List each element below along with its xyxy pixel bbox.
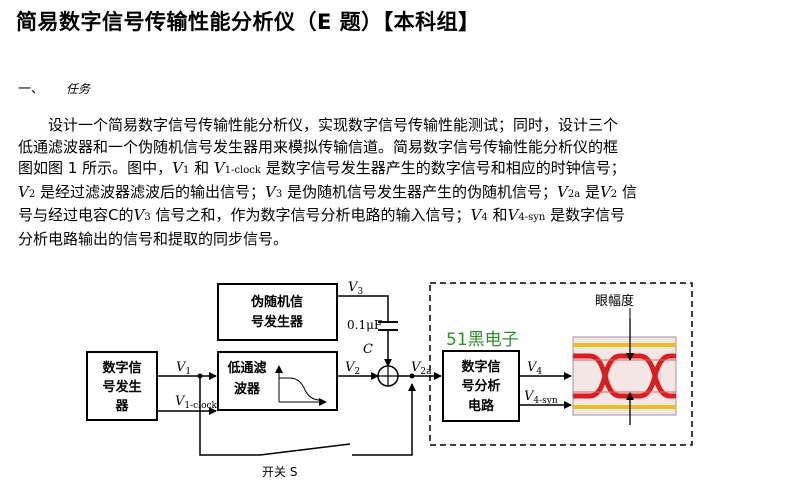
para-line-2: 低通滤波器和一个伪随机信号发生器用来模拟传输信道。简易数字信号传输性能分析仪的框	[18, 137, 619, 156]
prbs-generator-block	[217, 283, 338, 341]
sig-v2a-label: V2a	[411, 360, 432, 377]
sig-v1-label: V1	[176, 360, 191, 377]
eye-amplitude-label: 眼幅度	[595, 293, 634, 309]
para-line-4: V2 是经过滤波器滤波后的输出信号；V3 是伪随机信号发生器产生的伪随机信号；V…	[18, 182, 637, 201]
task-paragraph: 设计一个简易数字信号传输性能分析仪，实现数字信号传输性能测试；同时，设计三个 低…	[18, 115, 780, 251]
wire-bypass-2	[352, 383, 416, 456]
lowpass-response-icon	[275, 365, 327, 406]
lowpass-label-2: 波器	[234, 381, 261, 397]
switch-label: 开关 S	[262, 465, 297, 479]
section-name: 任务	[66, 82, 91, 96]
prbs-gen-label-1: 伪随机信	[250, 294, 303, 310]
para-line-1: 设计一个简易数字信号传输性能分析仪，实现数字信号传输性能测试；同时，设计三个	[48, 116, 619, 134]
sig-v4syn-label: V4-syn	[524, 389, 558, 406]
lowpass-label-1: 低通滤	[226, 360, 266, 376]
section-heading: 一、 任务	[18, 78, 90, 97]
switch-s	[259, 443, 351, 456]
analyzer-label-3: 电路	[468, 398, 495, 414]
eye-diagram	[572, 308, 677, 425]
sig-v1clock-label: V1-clock	[175, 394, 218, 411]
digital-gen-label-2: 号发生	[102, 379, 141, 395]
analyzer-enclosure	[429, 282, 693, 446]
summing-node	[377, 365, 399, 387]
analyzer-label-1: 数字信	[461, 359, 500, 375]
watermark-text: 51黑电子	[446, 330, 519, 350]
sig-v4-label: V4	[527, 360, 542, 377]
page-title: 简易数字信号传输性能分析仪（E 题）【本科组】	[16, 10, 480, 34]
capacitor-label: C	[363, 342, 373, 357]
wire-bypass	[199, 376, 260, 456]
capacitance-value: 0.1μF	[347, 318, 382, 332]
para-line-5: 号与经过电容C的V3 信号之和，作为数字信号分析电路的输入信号；V4 和V4-s…	[18, 206, 626, 225]
lowpass-filter-block	[217, 351, 338, 411]
para-line-3: 图如图 1 所示。图中，V1 和 V1-clock 是数字信号发生器产生的数字信…	[18, 159, 626, 178]
prbs-gen-label-2: 号发生器	[251, 314, 304, 330]
section-number: 一、	[18, 82, 45, 97]
para-line-6: 分析电路输出的信号和提取的同步信号。	[18, 229, 289, 248]
digital-signal-generator-block	[86, 351, 158, 421]
digital-gen-label-3: 器	[114, 399, 129, 414]
sig-v3-label: V3	[348, 280, 363, 297]
analyzer-label-2: 号分析	[461, 378, 500, 394]
wire-v3	[337, 295, 389, 322]
analyzer-block	[442, 350, 520, 422]
sig-v2-label: V2	[345, 360, 360, 377]
digital-gen-label-1: 数字信	[102, 360, 141, 376]
